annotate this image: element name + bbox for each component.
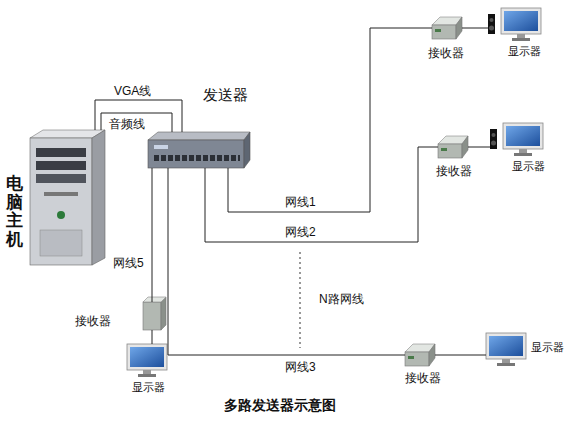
receiver: 接收器 (438, 135, 468, 159)
cable-line (152, 168, 153, 302)
receiver: 接收器 (143, 302, 161, 330)
receiver: 接收器 (432, 16, 462, 40)
cable-label: 网线1 (284, 195, 317, 209)
cable-path (462, 28, 488, 29)
cable-label: 网线3 (284, 360, 317, 374)
figure-caption: 多路发送器示意图 (224, 397, 336, 415)
node-label: 接收器 (436, 164, 472, 178)
cable-line (152, 330, 153, 344)
computer-tower: 电脑主机 (30, 130, 105, 265)
node-label: 电脑主机 (6, 175, 23, 250)
cable-path (468, 147, 490, 148)
cable-line (205, 147, 438, 242)
cable-line (168, 168, 405, 355)
cable-path (95, 100, 182, 132)
annotation-label: N路网线 (318, 292, 365, 306)
cable-label: VGA线 (113, 84, 152, 98)
node-label: 发送器 (203, 86, 248, 104)
receiver: 接收器 (405, 343, 435, 367)
cable-label: 网线5 (112, 256, 145, 270)
monitor: 显示器 (127, 344, 167, 377)
cable-label: 音频线 (108, 117, 146, 131)
cable-path (152, 168, 153, 302)
sender-box: 发送器 (148, 132, 250, 168)
monitor: 显示器 (488, 8, 542, 42)
cable-line (462, 28, 488, 29)
cable-line (101, 113, 172, 132)
node-label: 显示器 (132, 381, 165, 394)
node-label: 显示器 (508, 45, 541, 58)
cable-label: 网线2 (284, 225, 317, 239)
cable-path (168, 168, 405, 355)
cable-line (95, 100, 182, 132)
cable-path (101, 113, 172, 132)
cable-line (228, 28, 432, 212)
node-label: 显示器 (512, 160, 545, 173)
node-label: 接收器 (75, 314, 111, 328)
cable-path (152, 330, 153, 344)
node-label: 显示器 (531, 341, 564, 354)
cable-path (205, 147, 438, 242)
cable-path (228, 28, 432, 212)
cable-line (468, 147, 490, 148)
cable-path (435, 355, 486, 356)
node-label: 接收器 (428, 46, 464, 60)
monitor: 显示器 (486, 333, 526, 366)
node-label: 接收器 (405, 371, 441, 385)
cable-line (435, 355, 486, 356)
monitor: 显示器 (490, 123, 544, 157)
